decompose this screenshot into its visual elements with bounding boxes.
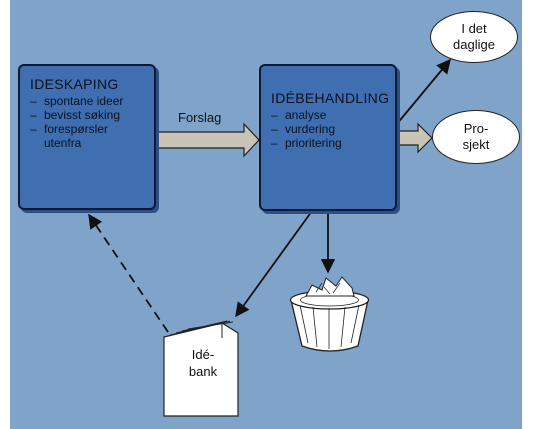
idebehandling-box: IDÉBEHANDLING analyse vurdering priorite… [259, 64, 397, 211]
forslag-arrow [155, 122, 260, 158]
idebehandling-list: analyse vurdering prioritering [271, 108, 385, 150]
project-arrow [395, 122, 433, 154]
ideskaping-item: spontane ideer [30, 94, 144, 108]
ideskaping-item: bevisst søking [30, 108, 144, 122]
idebehandling-title: IDÉBEHANDLING [271, 90, 390, 106]
project-outcome: Pro-sjekt [432, 110, 520, 164]
idebehandling-item: prioritering [271, 136, 385, 150]
project-outcome-label: Pro-sjekt [462, 121, 490, 152]
daily-outcome-label: I det daglige [453, 21, 495, 52]
forslag-label: Forslag [178, 110, 222, 125]
to-bank-arrow [235, 210, 313, 318]
idebehandling-item: vurdering [271, 122, 385, 136]
ideskaping-title: IDESKAPING [30, 76, 119, 92]
ideskaping-item: forespørsler utenfra [30, 122, 144, 150]
daily-outcome: I det daglige [430, 11, 518, 63]
bank-return-arrow [88, 213, 169, 333]
ideskaping-list: spontane ideer bevisst søking forespørsl… [30, 94, 144, 150]
idebehandling-item: analyse [271, 108, 385, 122]
ideskaping-box: IDESKAPING spontane ideer bevisst søking… [18, 64, 156, 210]
idebank-label: Idé-bank [188, 347, 218, 379]
daily-arrow [395, 58, 451, 126]
idebank-booklet [163, 320, 239, 417]
trash-bin-icon [289, 276, 370, 352]
